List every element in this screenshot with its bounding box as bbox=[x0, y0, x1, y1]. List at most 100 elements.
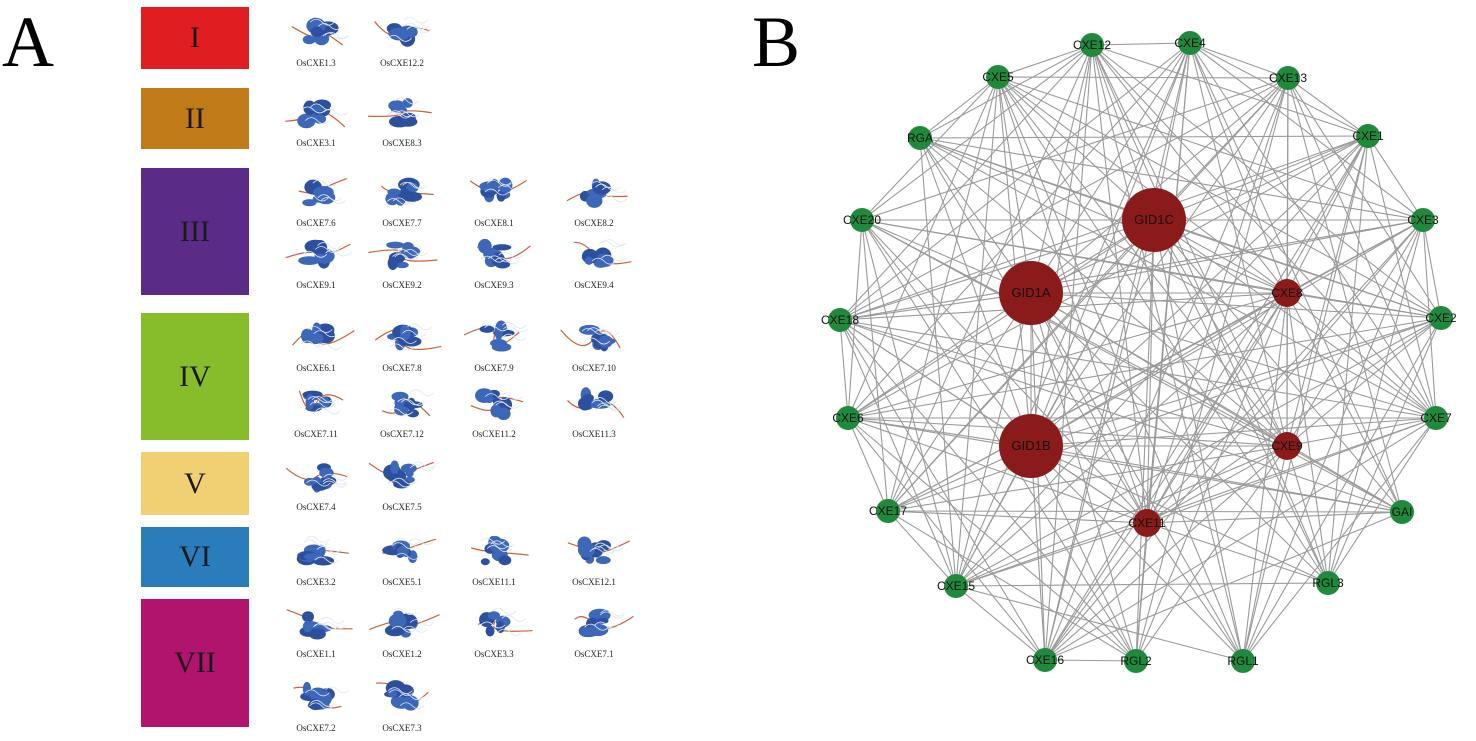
protein-structure-icon bbox=[369, 608, 440, 638]
protein-label: OsCXE8.2 bbox=[574, 218, 614, 228]
protein-structure-icon bbox=[298, 390, 344, 415]
network-edge bbox=[1030, 42, 1191, 294]
protein-structure: OsCXE3.2 bbox=[271, 527, 361, 595]
node-cxe5: CXE5 bbox=[982, 65, 1014, 89]
node-circle bbox=[1124, 649, 1148, 673]
network-edge bbox=[1030, 292, 1244, 662]
protein-structure-icon bbox=[470, 388, 524, 421]
network-edge bbox=[1030, 44, 1093, 294]
network-edge bbox=[1030, 445, 1329, 584]
node-circle bbox=[1316, 571, 1340, 595]
network-edge bbox=[1091, 44, 1148, 524]
network-edge bbox=[1242, 317, 1442, 662]
node-label: GID1B bbox=[1011, 438, 1050, 453]
node-circle bbox=[944, 574, 968, 598]
network-edge bbox=[887, 77, 1289, 512]
group-box-iii: III bbox=[141, 168, 249, 295]
node-label: CXE13 bbox=[1269, 71, 1307, 85]
node-label: RGL2 bbox=[1120, 654, 1152, 668]
network-edge bbox=[847, 219, 863, 419]
protein-structure-icon bbox=[285, 463, 348, 493]
protein-structure-icon bbox=[374, 16, 432, 47]
network-edge bbox=[1091, 44, 1244, 662]
node-circle bbox=[1133, 509, 1161, 537]
protein-structure-icon bbox=[382, 538, 436, 563]
group-label: VII bbox=[174, 646, 216, 679]
network-edge bbox=[1286, 292, 1437, 419]
protein-label: OsCXE9.2 bbox=[382, 280, 422, 290]
network-edge bbox=[919, 44, 1093, 139]
node-circle bbox=[1356, 124, 1380, 148]
network-edge bbox=[1287, 77, 1437, 419]
protein-structure: OsCXE6.1 bbox=[271, 313, 361, 381]
node-cxe11: CXE11 bbox=[1128, 509, 1166, 537]
protein-label: OsCXE1.3 bbox=[296, 58, 336, 68]
network-edge bbox=[1091, 44, 1329, 584]
network-edge bbox=[1146, 317, 1442, 524]
protein-label: OsCXE9.4 bbox=[574, 280, 614, 290]
network-edge bbox=[1286, 135, 1369, 294]
protein-structure-icon bbox=[368, 97, 432, 128]
network-edge bbox=[1146, 445, 1288, 524]
network-edge bbox=[861, 219, 889, 512]
protein-structure-icon bbox=[463, 320, 528, 352]
node-label: CXE12 bbox=[1073, 38, 1111, 52]
protein-label: OsCXE7.1 bbox=[574, 649, 614, 659]
protein-structure-icon bbox=[291, 17, 350, 46]
node-circle bbox=[986, 65, 1010, 89]
network-edge bbox=[1327, 417, 1437, 584]
group-box-iv: IV bbox=[141, 313, 249, 440]
network-edge bbox=[919, 137, 1032, 447]
network-edge bbox=[1135, 42, 1191, 662]
node-circle bbox=[908, 126, 932, 150]
node-circle bbox=[828, 308, 852, 332]
protein-structure-icon bbox=[469, 177, 527, 203]
node-circle bbox=[836, 406, 860, 430]
network-edge bbox=[839, 319, 957, 587]
node-label: CXE17 bbox=[869, 504, 907, 518]
network-edge bbox=[847, 417, 1046, 661]
node-cxe20: CXE20 bbox=[843, 208, 881, 232]
node-gid1a: GID1A bbox=[999, 261, 1063, 325]
node-circle bbox=[1033, 648, 1057, 672]
network-edge bbox=[997, 76, 1442, 319]
network-edge bbox=[1030, 44, 1093, 447]
network-edge bbox=[1030, 292, 1442, 319]
node-rga: RGA bbox=[907, 126, 933, 150]
protein-structure: OsCXE1.2 bbox=[357, 599, 447, 667]
protein-structure: OsCXE9.2 bbox=[357, 230, 447, 298]
network-edge bbox=[839, 42, 1191, 321]
protein-structure: OsCXE8.3 bbox=[357, 88, 447, 156]
network-edge bbox=[1286, 77, 1289, 447]
network-edge bbox=[861, 219, 1442, 319]
protein-label: OsCXE7.11 bbox=[294, 429, 338, 439]
protein-structure-icon bbox=[470, 536, 529, 566]
group-label: V bbox=[184, 466, 206, 500]
protein-structure: OsCXE1.1 bbox=[271, 599, 361, 667]
protein-structure: OsCXE11.2 bbox=[449, 379, 539, 447]
group-box-v: V bbox=[141, 452, 249, 515]
node-label: CXE7 bbox=[1420, 411, 1452, 425]
node-circle bbox=[1411, 208, 1435, 232]
node-label: RGA bbox=[907, 131, 933, 145]
network-edge bbox=[997, 76, 1329, 584]
network-edge bbox=[847, 219, 1155, 419]
network-edge bbox=[1287, 77, 1442, 319]
network-edge bbox=[1044, 135, 1369, 661]
node-circle bbox=[1429, 306, 1453, 330]
protein-structure-icon bbox=[296, 535, 349, 566]
network-edge bbox=[1030, 445, 1046, 661]
network-edge bbox=[1044, 511, 1403, 661]
protein-structure: OsCXE8.1 bbox=[449, 168, 539, 236]
network-edge bbox=[1135, 219, 1155, 662]
node-cxe1: CXE1 bbox=[1352, 124, 1384, 148]
network-edge bbox=[1153, 135, 1369, 221]
protein-structure-icon bbox=[574, 608, 634, 638]
group-box-i: I bbox=[141, 7, 249, 69]
protein-structure-icon bbox=[374, 323, 442, 351]
network-edge bbox=[1153, 219, 1288, 447]
network-edge bbox=[1044, 219, 1424, 661]
network-edge bbox=[847, 42, 1191, 419]
node-circle bbox=[999, 414, 1063, 478]
network-edge bbox=[1422, 219, 1442, 319]
